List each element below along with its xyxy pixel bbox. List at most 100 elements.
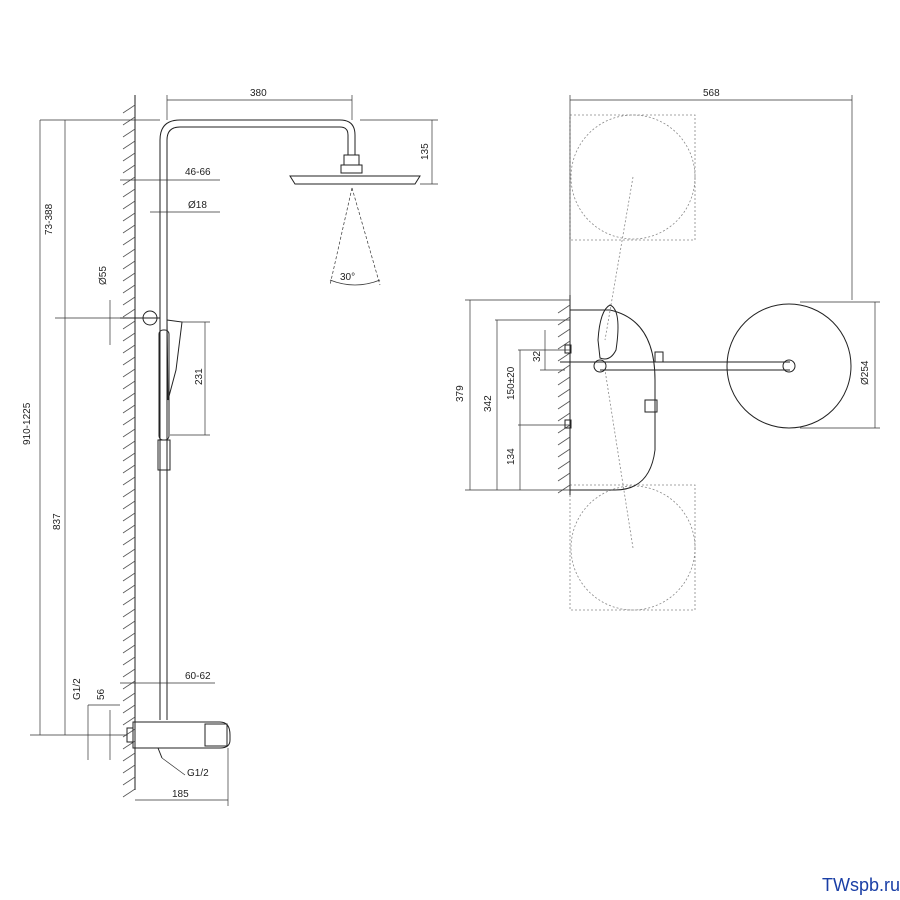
hatch-line [122,608,136,618]
hatch-line [122,164,136,174]
dim-inlet-offset: 32 [532,350,543,362]
hatch-line [557,460,571,470]
top-view: 568 Ø254 379 342 150±20 32 134 [455,88,880,611]
dim-riser-offset: 60-62 [185,671,211,682]
dim-total-height: 910-1225 [22,402,33,445]
dim-spout-thread: G1/2 [187,768,209,779]
dim-inlet-height: 56 [96,688,107,700]
top-arm-pivot [593,359,607,373]
hatch-line [557,436,571,446]
hatch-line [557,484,571,494]
hatch-line [122,572,136,582]
thermostat-inlet [126,727,134,743]
hatch-line [122,500,136,510]
shower-head [289,175,421,185]
spray-angle-arc [329,279,381,286]
hatch-line [557,340,571,350]
hatch-line [122,152,136,162]
wall-hatching [122,104,136,798]
hatch-line [122,536,136,546]
hatch-line [557,388,571,398]
hatch-line [122,680,136,690]
hatch-line [122,632,136,642]
side-view: 30° [22,88,438,806]
hatch-line [557,352,571,362]
dim-arm-length: 380 [250,88,267,99]
hatch-line [122,140,136,150]
dim-spray-angle: 30° [340,272,355,283]
hatch-line [122,224,136,234]
hatch-line [122,248,136,258]
top-wall-hatching [557,304,571,494]
spout [157,747,163,759]
hatch-line [557,376,571,386]
hatch-line [122,344,136,354]
top-bracket-b [564,419,572,429]
top-thermostat-body [570,309,656,491]
hatch-line [122,368,136,378]
dim-pipe-offset: 46-66 [185,167,211,178]
hatch-line [122,104,136,114]
hatch-line [122,596,136,606]
hatch-line [122,776,136,786]
hatch-line [122,332,136,342]
wall-bracket-ring [142,310,158,326]
hatch-line [122,752,136,762]
hatch-line [122,404,136,414]
top-shower-head [726,303,852,429]
hatch-line [122,200,136,210]
hatch-line [122,356,136,366]
hatch-line [122,416,136,426]
spray-line-left [329,187,353,286]
ghost-head-top [570,114,696,240]
hatch-line [122,380,136,390]
dim-arm-depth: 342 [483,395,494,412]
hatch-line [122,560,136,570]
hatch-line [557,400,571,410]
hatch-line [122,440,136,450]
thermostat-body [132,721,231,749]
dim-thermostat-depth: 185 [172,789,189,800]
hatch-line [557,424,571,434]
hatch-line [122,668,136,678]
dim-swivel-width: 568 [703,88,720,99]
dim-bracket-diameter: Ø55 [98,266,109,285]
hand-shower [166,319,183,401]
hatch-line [122,476,136,486]
hatch-line [122,692,136,702]
shower-arm-outer [159,119,356,155]
hatch-line [122,392,136,402]
spray-line-right [351,187,381,286]
hatch-line [122,176,136,186]
hatch-line [122,320,136,330]
dim-lower-depth: 134 [506,448,517,465]
hatch-line [122,584,136,594]
head-joint [340,164,363,174]
hatch-line [557,328,571,338]
hatch-line [122,272,136,282]
dim-head-drop: 135 [420,143,431,160]
ghost-arm-top [604,176,634,341]
hatch-line [122,452,136,462]
hatch-line [122,428,136,438]
shower-arm-inner [166,126,349,155]
hatch-line [557,472,571,482]
hatch-line [122,512,136,522]
hatch-line [122,116,136,126]
top-head-center [782,359,796,373]
hatch-line [122,128,136,138]
dim-inlet-thread: G1/2 [72,678,83,700]
hatch-line [122,620,136,630]
hatch-line [122,488,136,498]
hatch-line [122,656,136,666]
hatch-line [557,304,571,314]
dim-body-depth: 379 [455,385,466,402]
hatch-line [122,788,136,798]
hatch-line [557,316,571,326]
hatch-line [122,308,136,318]
hatch-line [122,644,136,654]
hatch-line [557,364,571,374]
thermostat-knob [204,723,228,747]
dim-pipe-diameter: Ø18 [188,200,207,211]
